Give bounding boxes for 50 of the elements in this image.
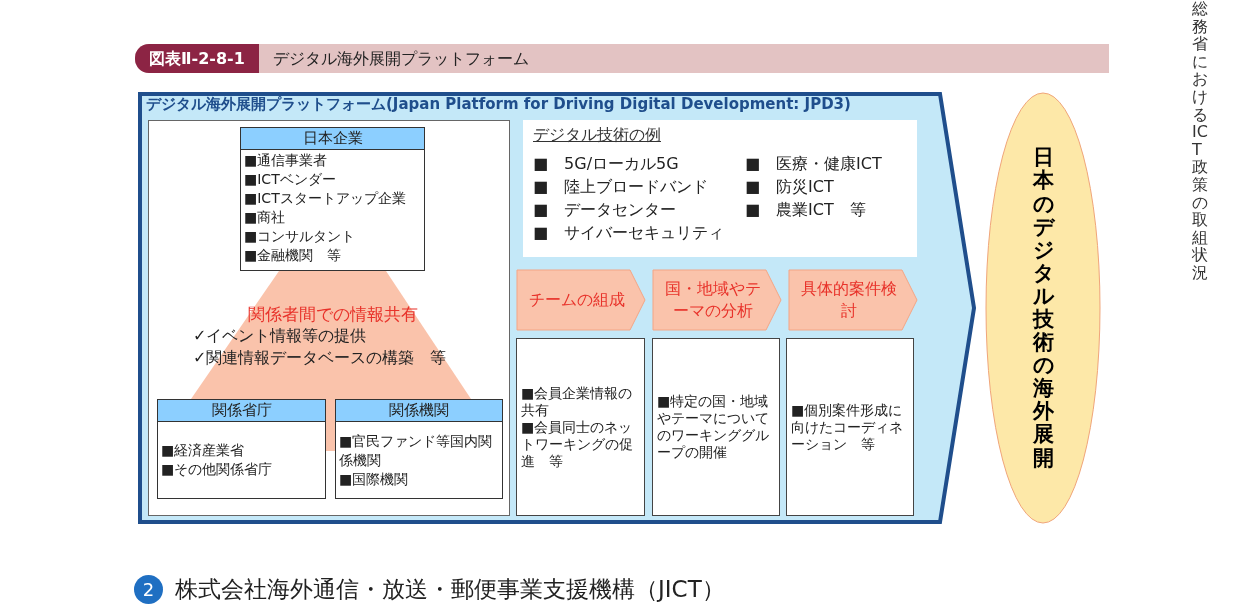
- platform-title: デジタル海外展開プラットフォーム(Japan Platform for Driving Digital Development: JPD3): [146, 95, 851, 113]
- activity-box: [786, 338, 914, 516]
- list-item: ■商社: [244, 208, 287, 227]
- activity-item: ■会員企業情報の共有: [521, 384, 634, 419]
- activity-item: ■個別案件形成に向けたコーディネーション 等: [791, 401, 904, 453]
- section-heading: 株式会社海外通信・放送・郵便事業支援機構（JICT）: [175, 575, 725, 604]
- tech-item: ■ データセンター: [533, 199, 678, 221]
- number-badge: 2: [134, 574, 163, 604]
- activity-box: [516, 338, 645, 516]
- step-label: 国・地域やテーマの分析: [664, 278, 762, 322]
- step-label: 具体的案件検討: [800, 278, 898, 322]
- tech-item: ■ 陸上ブロードバンド: [533, 176, 710, 198]
- tech-heading: デジタル技術の例: [533, 124, 662, 146]
- list-item: ■ICTスタートアップ企業: [244, 189, 407, 208]
- tech-examples-box: [523, 120, 917, 257]
- activity-item: ■会員同士のネットワーキングの促進 等: [521, 418, 634, 470]
- list-item: ■ICTベンダー: [244, 170, 337, 189]
- box-header: 関係機関: [336, 400, 502, 422]
- tech-item: ■ 農業ICT 等: [745, 199, 867, 221]
- list-box: [335, 399, 503, 499]
- tech-item: ■ 防災ICT: [745, 176, 835, 198]
- list-item: ■その他関係省庁: [161, 460, 274, 479]
- list-item: ■金融機関 等: [244, 246, 343, 265]
- trapezoid-heading: 関係者間での情報共有: [247, 303, 419, 325]
- tech-item: ■ 5G/ローカル5G: [533, 153, 680, 175]
- tech-item: ■ 医療・健康ICT: [745, 153, 883, 175]
- process-step: [652, 269, 782, 331]
- list-item: ■コンサルタント: [244, 227, 357, 246]
- check-item: ✓関連情報データベースの構築 等: [193, 347, 448, 369]
- figure-number: 図表Ⅱ-2-8-1: [135, 44, 259, 73]
- list-item: ■国際機関: [339, 469, 410, 489]
- figure-title: デジタル海外展開プラットフォーム: [272, 47, 529, 70]
- box-header: 日本企業: [241, 128, 424, 150]
- check-item: ✓イベント情報等の提供: [193, 325, 368, 347]
- list-box: [240, 127, 425, 271]
- list-item: ■経済産業省: [161, 441, 246, 460]
- list-item: ■官民ファンド等国内関係機関: [339, 431, 494, 470]
- tech-item: ■ サイバーセキュリティ: [533, 222, 726, 244]
- goal-text: 日本のデジタル技術の海外展開: [1032, 146, 1054, 470]
- activity-item: ■特定の国・地域やテーマについてのワーキンググループの開催: [657, 393, 770, 461]
- step-label: チームの組成: [528, 289, 626, 311]
- list-box: [157, 399, 326, 499]
- activity-box: [652, 338, 780, 516]
- box-header: 関係省庁: [158, 400, 325, 422]
- process-step: [788, 269, 918, 331]
- panel: [148, 120, 510, 516]
- goal-ellipse: [985, 92, 1101, 524]
- process-step: [516, 269, 646, 331]
- chapter-side-title: 総務省におけるICT政策の取組状況: [1192, 0, 1208, 282]
- list-item: ■通信事業者: [244, 151, 329, 170]
